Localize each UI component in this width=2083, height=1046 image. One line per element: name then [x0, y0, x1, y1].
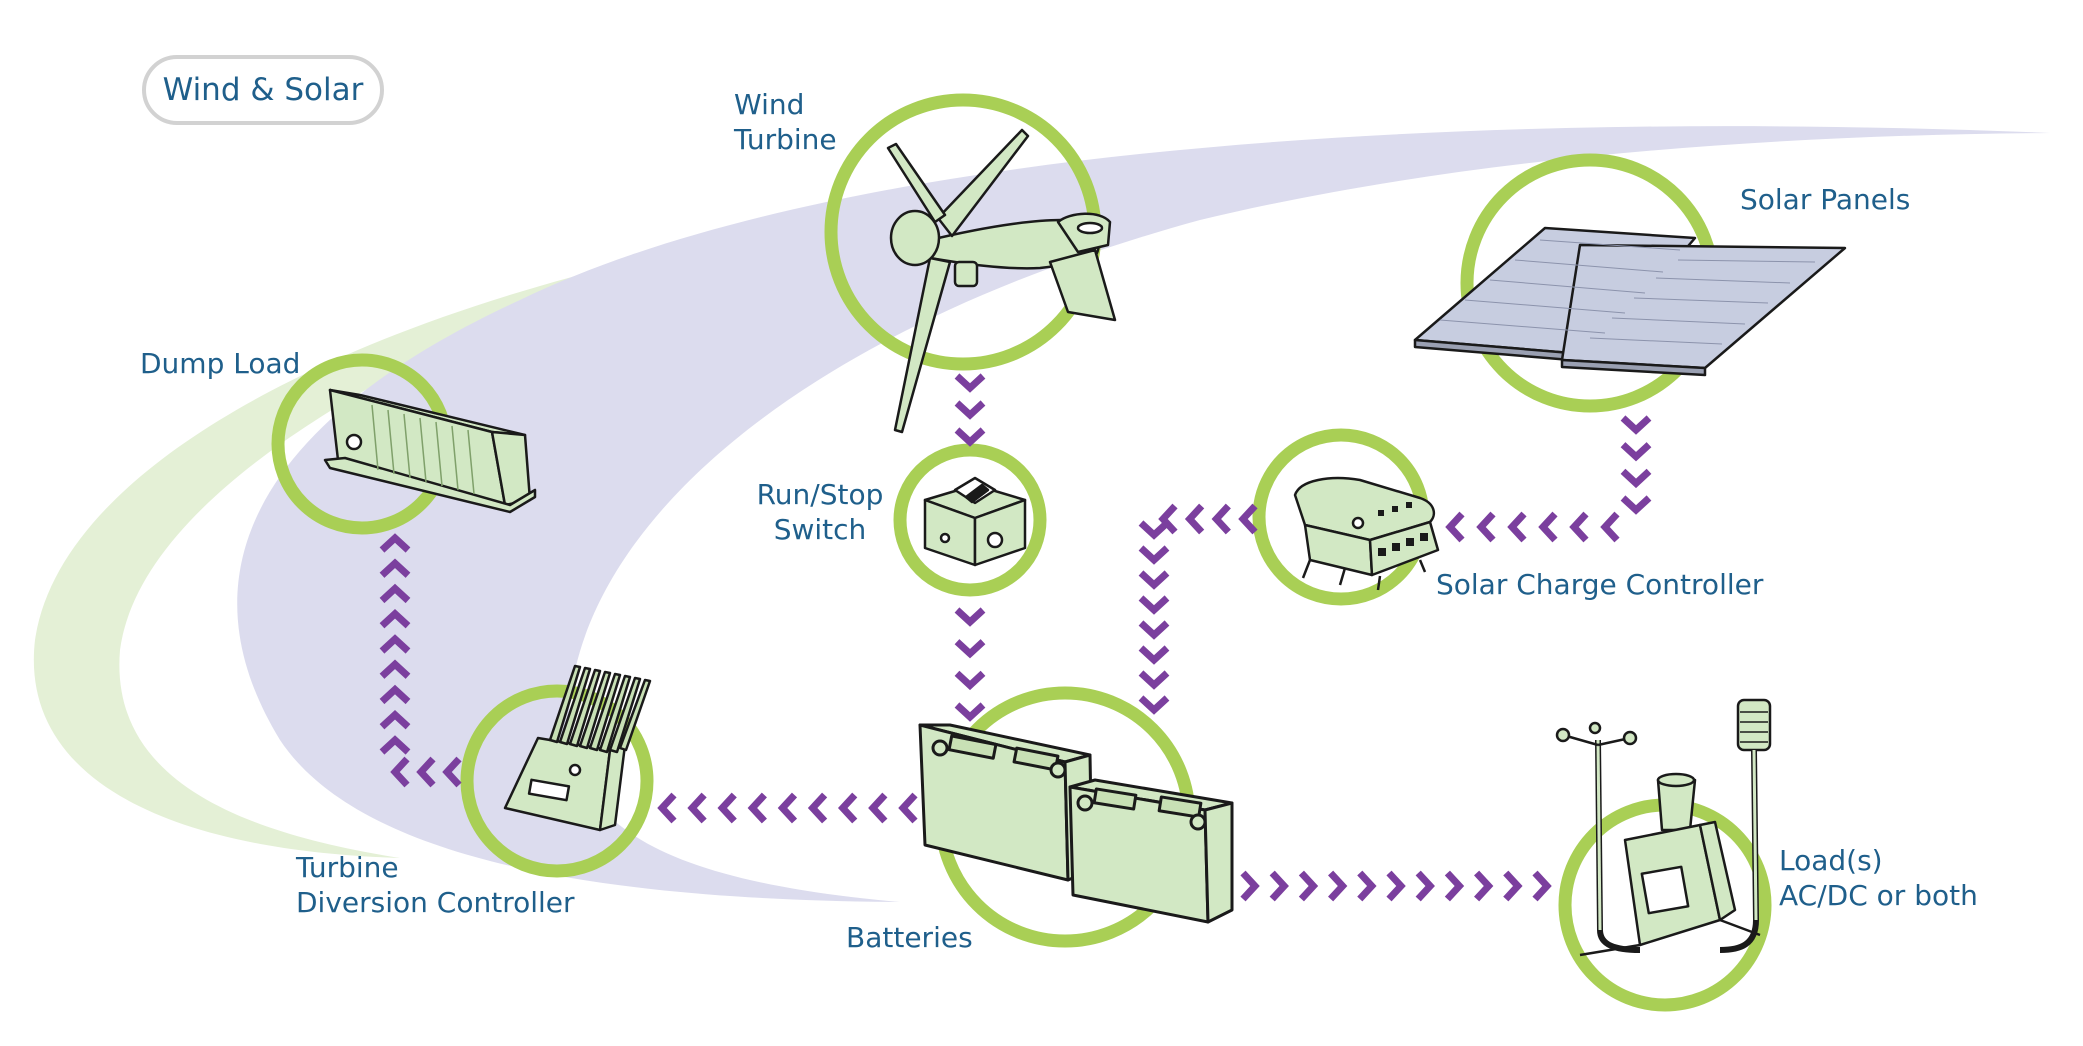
ring-run-stop-switch: [893, 443, 1047, 597]
label-loads: Load(s)AC/DC or both: [1779, 844, 1978, 912]
purple-swoosh: [237, 126, 2050, 903]
flow-chevron-right: [1243, 873, 1255, 899]
flow-chevron-left: [1574, 514, 1586, 540]
flow-chevron-down: [1141, 573, 1167, 585]
flow-chevron-down: [1623, 498, 1649, 510]
arrows-panels-to-controller-down: [1623, 418, 1649, 510]
flow-chevron-down: [1141, 523, 1167, 535]
flow-chevron-down: [1141, 698, 1167, 710]
flow-chevron-left: [1512, 514, 1524, 540]
solar-panels-icon: [1413, 226, 1847, 377]
flow-chevron-left: [1216, 506, 1228, 532]
label-dump-load: Dump Load: [140, 347, 301, 380]
label-batteries: Batteries: [846, 921, 973, 954]
flow-chevron-right: [1447, 873, 1459, 899]
green-swoosh: [33, 255, 661, 858]
arrows-controller-to-batteries-left: [1163, 506, 1255, 532]
flow-chevron-down: [1141, 648, 1167, 660]
flow-chevron-right: [1477, 873, 1489, 899]
label-solar-charge-controller: Solar Charge Controller: [1436, 568, 1764, 601]
arrows-switch-to-batteries: [957, 610, 983, 717]
flow-chevron-left: [692, 795, 704, 821]
flow-chevron-left: [662, 795, 674, 821]
wind-turbine-icon: [886, 128, 1117, 434]
flow-chevron-down: [1141, 598, 1167, 610]
arrows-batteries-to-diversion: [662, 795, 915, 821]
arrows-controller-to-batteries-down: [1141, 523, 1167, 710]
flow-chevron-down: [1623, 445, 1649, 457]
flow-chevron-down: [957, 403, 983, 415]
flow-chevron-left: [1190, 506, 1202, 532]
flow-chevron-right: [1535, 873, 1547, 899]
arrows-panels-to-controller-left: [1450, 514, 1617, 540]
run-stop-switch-icon: [923, 476, 1027, 567]
flow-chevron-right: [1301, 873, 1313, 899]
flow-chevron-right: [1389, 873, 1401, 899]
arrows-batteries-to-loads: [1243, 873, 1547, 899]
flow-chevron-left: [843, 795, 855, 821]
diagram-title: Wind & Solar: [142, 55, 384, 125]
flow-chevron-down: [957, 673, 983, 685]
flow-chevron-right: [1506, 873, 1518, 899]
flow-chevron-left: [783, 795, 795, 821]
flow-chevron-left: [873, 795, 885, 821]
flow-chevron-down: [957, 430, 983, 442]
ring-diversion-controller: [460, 684, 654, 878]
dump-load-icon: [323, 388, 537, 514]
background-swooshes: [33, 126, 2050, 903]
diversion-controller-icon: [503, 664, 652, 832]
solar-charge-controller-icon: [1293, 476, 1440, 591]
flow-chevron-down: [1141, 548, 1167, 560]
flow-chevron-left: [1605, 514, 1617, 540]
arrows-turbine-to-switch: [957, 376, 983, 442]
flow-chevron-down: [1623, 418, 1649, 430]
batteries-icon: [918, 723, 1234, 924]
flow-chevron-down: [957, 610, 983, 622]
flow-chevron-left: [722, 795, 734, 821]
flow-chevron-right: [1272, 873, 1284, 899]
flow-chevron-right: [1418, 873, 1430, 899]
flow-chevron-down: [957, 642, 983, 654]
flow-chevron-down: [957, 376, 983, 388]
flow-chevron-down: [1141, 673, 1167, 685]
flow-chevron-left: [813, 795, 825, 821]
flow-chevron-right: [1360, 873, 1372, 899]
flow-chevron-left: [903, 795, 915, 821]
flow-chevron-left: [752, 795, 764, 821]
loads-icon: [1555, 698, 1772, 957]
flow-chevron-left: [1450, 514, 1462, 540]
flow-chevron-down: [1623, 471, 1649, 483]
label-solar-panels: Solar Panels: [1740, 183, 1911, 216]
flow-chevron-down: [957, 705, 983, 717]
flow-chevron-down: [1141, 623, 1167, 635]
flow-chevron-left: [1481, 514, 1493, 540]
flow-chevron-right: [1331, 873, 1343, 899]
flow-chevron-left: [1543, 514, 1555, 540]
